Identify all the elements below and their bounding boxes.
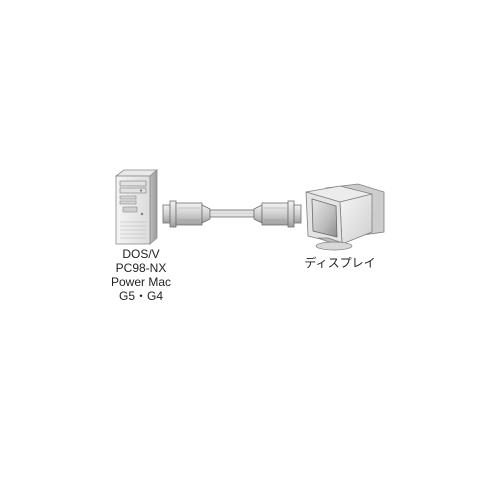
crt-monitor-icon — [305, 183, 385, 251]
computer-label-pc98nx: PC98-NX — [115, 261, 167, 275]
computer-label-dosv: DOS/V — [122, 247, 160, 261]
right-connector-icon — [253, 200, 302, 228]
computer-label-g5g4: G5・G4 — [118, 289, 164, 303]
cable-icon — [209, 209, 255, 218]
computer-labels: DOS/V PC98-NX Power Mac G5・G4 — [96, 247, 186, 303]
display-label: ディスプレイ — [304, 256, 376, 270]
computer-tower-icon — [114, 169, 159, 245]
computer-label-powermac: Power Mac — [110, 275, 172, 289]
left-connector-icon — [162, 200, 211, 228]
